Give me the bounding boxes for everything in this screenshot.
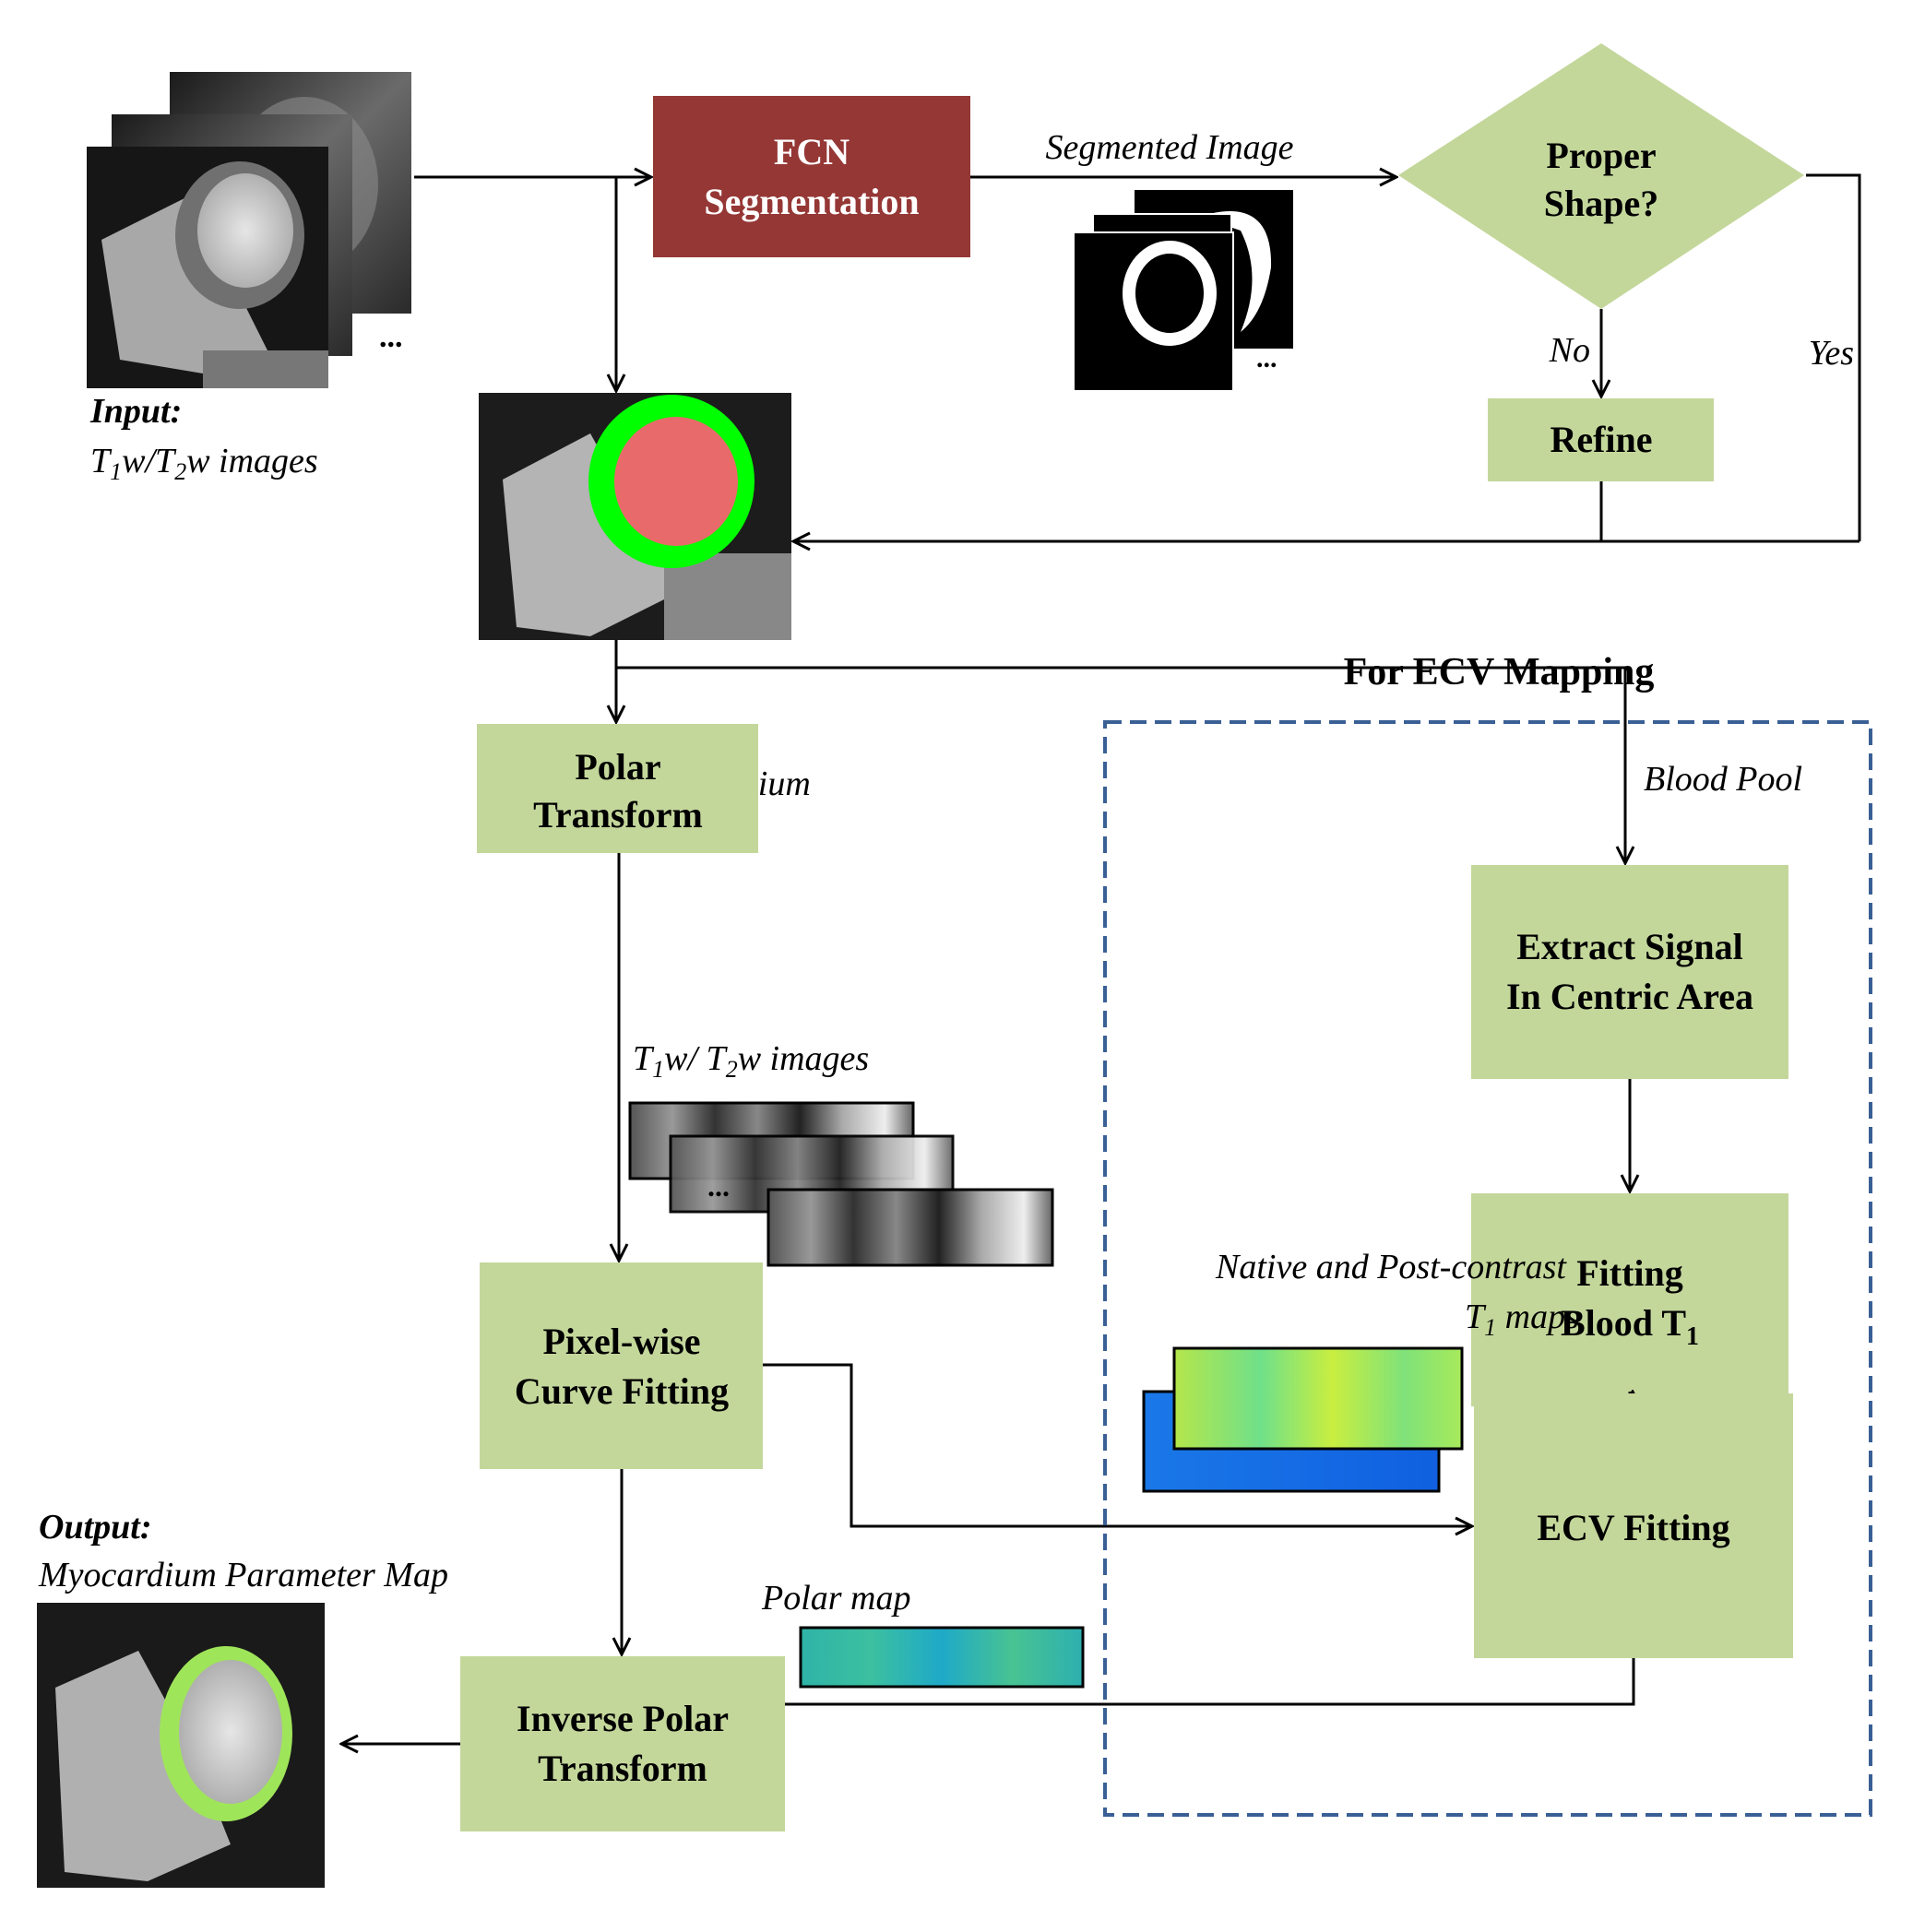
- refine-box[interactable]: Refine: [1488, 398, 1714, 481]
- mask-ring: [1123, 241, 1217, 346]
- inverse-line2: Transform: [538, 1748, 707, 1789]
- inverse-line1: Inverse Polar: [517, 1698, 729, 1739]
- blood-pool-region: [614, 417, 738, 546]
- yes-branch-line: [1806, 173, 1861, 541]
- pixelwise-line1: Pixel-wise: [542, 1321, 700, 1362]
- output-subtitle: Myocardium Parameter Map: [38, 1556, 448, 1594]
- polar-map-image: [799, 1626, 1085, 1689]
- input-image-stack: ...: [87, 72, 411, 388]
- fitting-line1: Fitting: [1576, 1252, 1683, 1294]
- yes-label: Yes: [1809, 334, 1854, 373]
- decision-line1: Proper: [1546, 135, 1656, 176]
- segmented-mask-stack: ...: [1073, 190, 1293, 392]
- polar-line2: Transform: [533, 794, 703, 836]
- segmentation-overlay-image: [479, 393, 791, 640]
- fitting-line2: Blood T1: [1561, 1302, 1699, 1351]
- strip-3: [766, 1188, 1054, 1267]
- pixelwise-line2: Curve Fitting: [515, 1370, 729, 1412]
- fitting-blood-t1-box[interactable]: Fitting Blood T1: [1471, 1193, 1788, 1406]
- input-frame-front: [87, 147, 328, 388]
- arrow-pixelwise-to-ecv: [763, 1363, 1472, 1526]
- blood-pool-label: Blood Pool: [1644, 760, 1802, 799]
- no-label: No: [1549, 331, 1590, 370]
- extract-signal-box[interactable]: Extract Signal In Centric Area: [1471, 865, 1788, 1079]
- t1t2-strips-label: T1w/ T2w images: [633, 1039, 869, 1083]
- arrow-to-extract: [616, 666, 1625, 863]
- output-parameter-map-image: [37, 1603, 325, 1888]
- strip-ellipsis: ...: [707, 1169, 730, 1203]
- extract-line1: Extract Signal: [1516, 926, 1743, 967]
- t1t2-strip-stack: ...: [628, 1101, 1054, 1267]
- native-post-label: Native and Post-contrast: [1215, 1248, 1567, 1286]
- input-subtitle: T1w/T2w images: [90, 442, 318, 485]
- native-t1-map: [1172, 1346, 1464, 1451]
- ecv-fitting-box[interactable]: ECV Fitting: [1474, 1393, 1793, 1658]
- ecv-fitting-label: ECV Fitting: [1537, 1507, 1729, 1548]
- fcn-line1: FCN: [774, 131, 850, 172]
- ecv-section-title: For ECV Mapping: [1344, 651, 1655, 693]
- extract-line2: In Centric Area: [1506, 976, 1753, 1017]
- ecv-section-border: [1103, 720, 1872, 1817]
- segmented-ellipsis: ...: [1256, 343, 1277, 373]
- t1-maps-label: T1 maps: [1465, 1298, 1579, 1341]
- input-title: Input:: [89, 392, 182, 431]
- t1-map-stack: [1142, 1346, 1464, 1493]
- decision-line2: Shape?: [1544, 183, 1659, 224]
- polar-line1: Polar: [575, 746, 660, 788]
- ecv-return-line: [622, 1658, 1635, 1706]
- input-ellipsis: ...: [379, 320, 403, 354]
- polar-transform-box[interactable]: Polar Transform: [477, 724, 758, 853]
- output-title: Output:: [39, 1508, 151, 1547]
- refine-label: Refine: [1550, 419, 1652, 460]
- inverse-polar-transform-box[interactable]: Inverse Polar Transform: [460, 1656, 785, 1831]
- fcn-segmentation-box[interactable]: FCN Segmentation: [653, 96, 970, 257]
- fcn-line2: Segmentation: [704, 181, 919, 222]
- proper-shape-decision[interactable]: Proper Shape?: [1398, 43, 1804, 309]
- polar-map-label: Polar map: [761, 1579, 911, 1618]
- segmented-image-label: Segmented Image: [1045, 128, 1293, 167]
- pixelwise-curve-fitting-box[interactable]: Pixel-wise Curve Fitting: [480, 1262, 763, 1469]
